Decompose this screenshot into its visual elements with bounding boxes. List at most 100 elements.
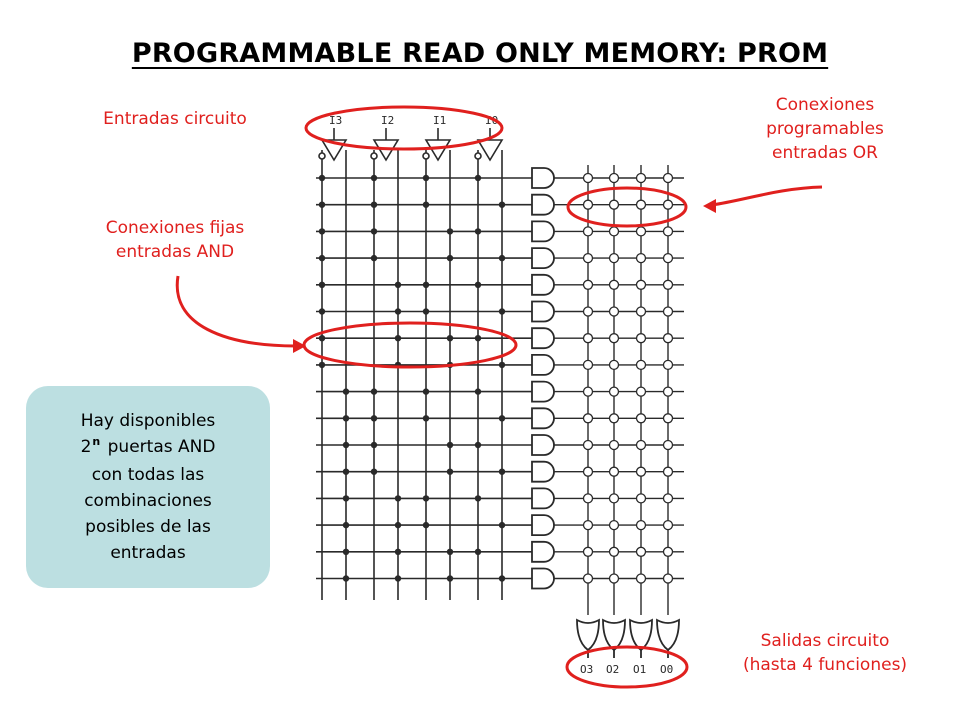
connection-dot-11-0 — [342, 468, 350, 475]
inputs-highlight-ellipse — [304, 105, 504, 151]
connection-dot-15-3 — [498, 575, 506, 582]
or-gate-2 — [629, 618, 653, 652]
programmable-ring-1-1 — [608, 199, 620, 210]
programmable-ring-13-3 — [662, 519, 674, 531]
and-gate-0 — [531, 167, 555, 189]
connection-dot-13-0 — [342, 521, 350, 529]
connection-dot-1-2 — [422, 201, 430, 208]
output-pin-label-0: O3 — [580, 663, 593, 676]
connection-dot-0-1 — [370, 174, 378, 182]
or-gate-3 — [656, 618, 680, 652]
and-gate-10 — [531, 434, 555, 456]
programmable-ring-15-3 — [662, 573, 674, 584]
input-pin-label-0: I3 — [329, 114, 342, 127]
or-connections-highlight-ellipse — [566, 186, 688, 228]
programmable-ring-11-0 — [582, 466, 594, 477]
and-gate-5 — [531, 300, 555, 323]
programmable-ring-10-2 — [635, 439, 647, 451]
and-gate-6 — [531, 327, 555, 350]
programmable-ring-2-3 — [662, 226, 674, 237]
inverter-bubble-1 — [370, 152, 378, 160]
and-gate-13 — [531, 514, 555, 536]
and-gate-15 — [531, 567, 555, 590]
connection-dot-11-2 — [446, 468, 454, 475]
connection-dot-15-2 — [446, 575, 454, 582]
and-connections-highlight-ellipse — [302, 321, 518, 369]
programmable-ring-8-3 — [662, 386, 674, 397]
programmable-ring-8-0 — [582, 386, 594, 397]
connection-dot-10-3 — [474, 441, 482, 449]
and-connections-label: Conexiones fijas entradas AND — [105, 218, 245, 262]
programmable-ring-3-1 — [608, 252, 620, 264]
connection-dot-6-0 — [318, 335, 326, 342]
connection-dot-4-2 — [422, 281, 430, 288]
programmable-ring-0-0 — [582, 172, 594, 184]
programmable-ring-3-3 — [662, 252, 674, 264]
inverter-bubble-2 — [422, 152, 430, 160]
programmable-ring-9-0 — [582, 413, 594, 424]
programmable-ring-4-2 — [635, 279, 647, 290]
programmable-ring-8-1 — [608, 386, 620, 397]
connection-dot-8-0 — [342, 388, 350, 395]
or-arrow-curve — [711, 185, 823, 207]
programmable-ring-6-2 — [635, 333, 647, 344]
programmable-ring-1-2 — [635, 199, 647, 210]
connection-dot-10-0 — [342, 441, 350, 449]
programmable-ring-5-3 — [662, 306, 674, 317]
programmable-ring-1-0 — [582, 199, 594, 210]
programmable-ring-10-0 — [582, 439, 594, 451]
connection-dot-15-0 — [342, 575, 350, 582]
inverter-bubble-0 — [318, 152, 326, 160]
programmable-ring-7-3 — [662, 359, 674, 371]
connection-dot-12-2 — [422, 495, 430, 502]
connection-dot-8-3 — [474, 388, 482, 395]
connection-dot-12-1 — [394, 495, 402, 502]
input-buffer-2 — [424, 139, 452, 162]
programmable-ring-9-2 — [635, 413, 647, 424]
connection-dot-9-0 — [342, 415, 350, 422]
programmable-ring-3-0 — [582, 252, 594, 264]
programmable-ring-0-2 — [635, 172, 647, 184]
programmable-connection-rings — [582, 172, 674, 584]
connection-dot-7-3 — [498, 361, 506, 369]
connection-dot-2-0 — [318, 228, 326, 235]
connection-dot-3-0 — [318, 254, 326, 262]
and-gate-3 — [531, 247, 555, 269]
programmable-ring-15-1 — [608, 573, 620, 584]
connection-dot-0-0 — [318, 174, 326, 182]
annotations — [175, 105, 823, 689]
programmable-ring-12-0 — [582, 493, 594, 504]
programmable-ring-15-0 — [582, 573, 594, 584]
connection-dot-6-2 — [446, 335, 454, 342]
connection-dot-11-3 — [498, 468, 506, 475]
programmable-ring-4-1 — [608, 279, 620, 290]
connection-dot-10-2 — [446, 441, 454, 449]
and-gate-11 — [531, 460, 555, 483]
output-pin-label-1: O2 — [606, 663, 619, 676]
outputs-highlight-ellipse — [565, 645, 689, 689]
connection-dot-1-1 — [370, 201, 378, 208]
programmable-ring-10-1 — [608, 439, 620, 451]
fixed-connection-dots — [318, 174, 506, 582]
programmable-ring-13-1 — [608, 519, 620, 531]
page-title: PROGRAMMABLE READ ONLY MEMORY: PROM — [131, 38, 829, 69]
programmable-ring-4-3 — [662, 279, 674, 290]
and-gate-12 — [531, 487, 555, 510]
input-buffer-3 — [476, 139, 504, 162]
programmable-ring-9-3 — [662, 413, 674, 424]
or-gate-1 — [602, 618, 626, 652]
or-arrowhead — [703, 199, 716, 213]
connection-dot-5-2 — [422, 308, 430, 315]
and-gate-7 — [531, 354, 555, 376]
connection-dot-2-1 — [370, 228, 378, 235]
and-gates-callout: Hay disponibles 2n puertas AND con todas… — [26, 386, 270, 588]
connection-dot-11-1 — [370, 468, 378, 475]
connection-dot-8-1 — [370, 388, 378, 395]
programmable-ring-0-1 — [608, 172, 620, 184]
programmable-ring-7-1 — [608, 359, 620, 371]
programmable-ring-2-0 — [582, 226, 594, 237]
programmable-ring-7-2 — [635, 359, 647, 371]
inputs-label: Entradas circuito — [103, 109, 247, 129]
